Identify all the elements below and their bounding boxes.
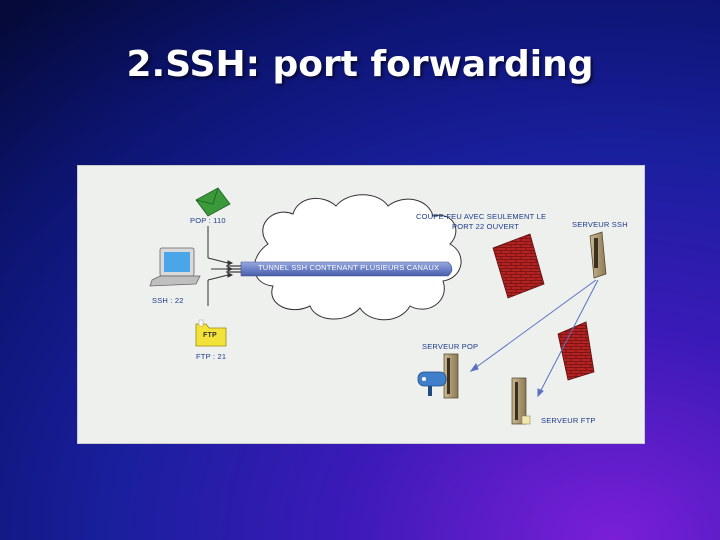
- firewall-label-line2: PORT 22 OUVERT: [452, 222, 519, 231]
- pop-server-label: SERVEUR POP: [422, 342, 479, 351]
- pop-server-icon: [417, 353, 459, 399]
- tunnel-label: TUNNEL SSH CONTENANT PLUSIEURS CANAUX: [258, 263, 440, 272]
- laptop-icon: [149, 247, 201, 287]
- ssh-server-label: SERVEUR SSH: [572, 220, 628, 229]
- pop-port-label: POP : 110: [190, 216, 226, 225]
- forward-arrows: [469, 279, 599, 398]
- envelope-icon: [195, 187, 231, 217]
- ftp-port-label: FTP : 21: [196, 352, 227, 361]
- ftp-folder-icon: [195, 319, 227, 347]
- ftp-server-label: SERVEUR FTP: [541, 416, 596, 425]
- ftp-server-icon: [511, 377, 531, 425]
- firewall-2: [557, 321, 595, 381]
- channel-lines: [207, 226, 241, 306]
- ssh-port-label: SSH : 22: [152, 296, 184, 305]
- firewall-label-line1: COUPE-FEU AVEC SEULEMENT LE: [416, 212, 547, 221]
- ssh-tunnel: [240, 261, 453, 277]
- firewall-1: [492, 233, 545, 299]
- ftp-folder-text: FTP: [203, 332, 217, 339]
- network-diagram: POP : 110 SSH : 22 FTP FTP : 21 TUNNEL S…: [77, 165, 645, 444]
- diagram-canvas: [149, 187, 607, 425]
- slide-title: 2.SSH: port forwarding: [126, 44, 594, 85]
- internet-cloud: [253, 194, 462, 321]
- ssh-server-icon: [589, 231, 607, 279]
